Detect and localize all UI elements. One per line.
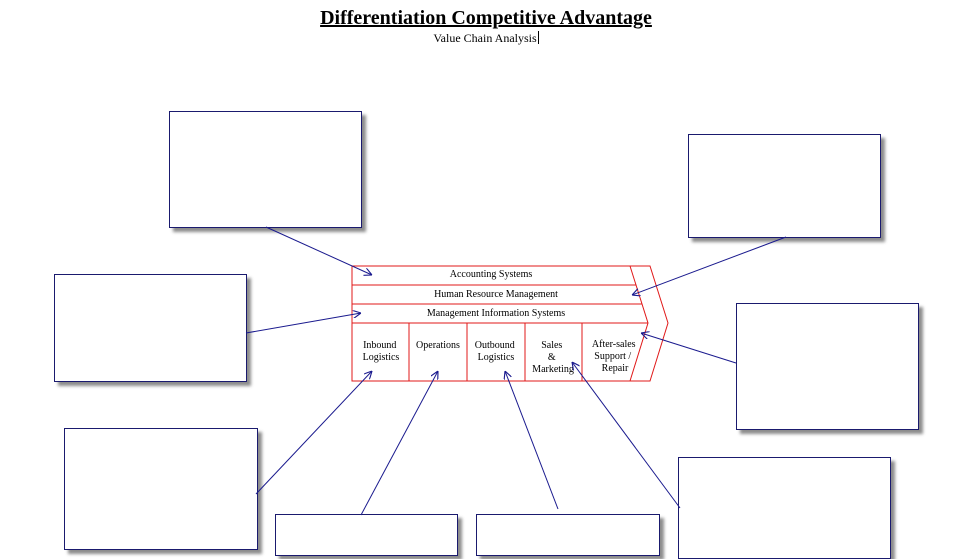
diagram-title: Differentiation Competitive Advantage	[320, 7, 652, 29]
support-activity-mis: Management Information Systems	[427, 308, 565, 319]
support-activity-hr: Human Resource Management	[434, 289, 558, 300]
arrow-to-outbound-logistics	[505, 371, 559, 510]
arrow-to-after-sales	[641, 333, 737, 364]
arrow-to-sales-marketing	[572, 362, 681, 509]
primary-outbound-line-2: Logistics	[478, 352, 515, 363]
primary-after-sales-line-1: After-sales	[592, 339, 636, 350]
value-chain-shape	[351, 265, 669, 382]
primary-outbound-logistics: Outbound Logistics	[475, 340, 518, 363]
primary-inbound-line-2: Logistics	[363, 352, 400, 363]
arrow-to-inbound-logistics	[255, 371, 372, 495]
primary-outbound-line-1: Outbound	[475, 340, 515, 351]
text-cursor	[537, 31, 539, 44]
diagram-subtitle: Value Chain Analysis	[0, 31, 972, 46]
support-activity-accounting: Accounting Systems	[450, 269, 533, 280]
primary-operations: Operations	[416, 340, 460, 351]
arrow-to-operations	[360, 371, 438, 516]
note-box-top-left[interactable]	[169, 111, 362, 228]
note-box-top-right[interactable]	[688, 134, 881, 238]
arrow-to-accounting	[265, 226, 372, 275]
primary-sales-line-1: Sales	[541, 340, 562, 351]
primary-sales-line-3: Marketing	[532, 364, 574, 375]
primary-operations-line-1: Operations	[416, 340, 460, 351]
primary-inbound-line-1: Inbound	[363, 340, 396, 351]
note-box-bottom-left[interactable]	[64, 428, 258, 550]
subtitle-text: Value Chain Analysis	[433, 31, 537, 45]
value-chain-outer-outline	[351, 265, 669, 382]
note-box-middle-right[interactable]	[736, 303, 919, 430]
primary-sales-marketing: Sales & Marketing	[532, 340, 574, 375]
primary-after-sales-line-2: Support /	[594, 351, 631, 362]
value-chain-canvas: Accounting Systems Human Resource Manage…	[245, 226, 787, 516]
primary-after-sales: After-sales Support / Repair	[592, 339, 638, 374]
primary-sales-line-2: &	[548, 352, 556, 363]
arrow-to-hr	[632, 236, 787, 295]
arrow-to-mis	[245, 313, 361, 334]
note-box-middle-left[interactable]	[54, 274, 247, 382]
primary-inbound-logistics: Inbound Logistics	[363, 340, 400, 363]
primary-after-sales-line-3: Repair	[602, 363, 629, 374]
